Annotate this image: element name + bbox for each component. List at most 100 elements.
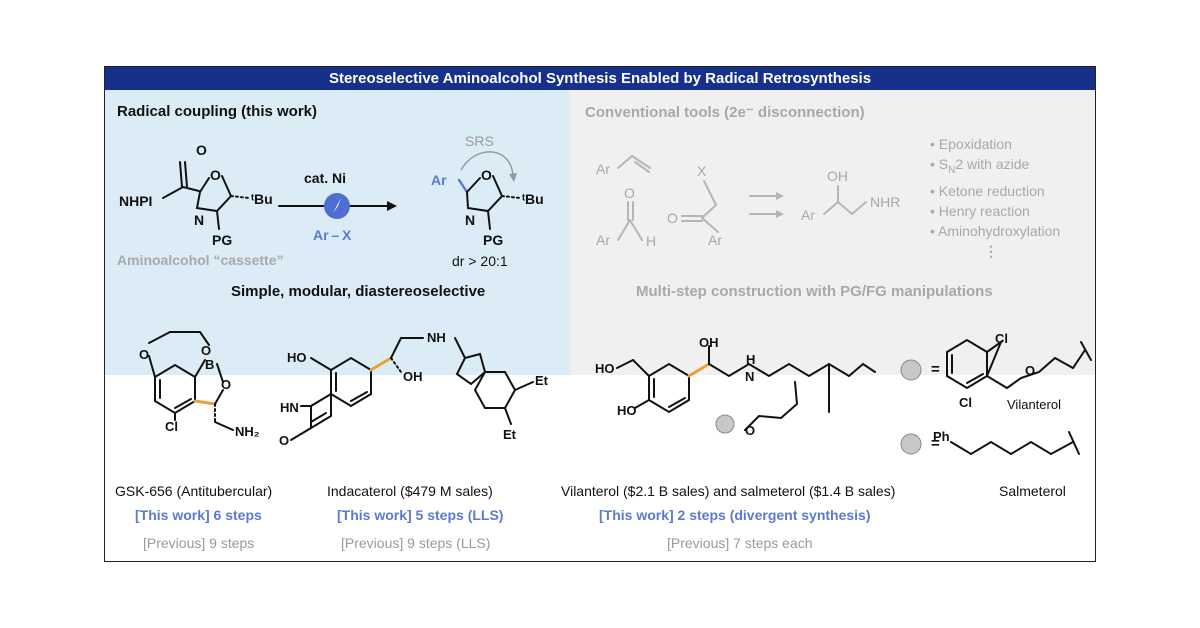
conventional-panel: Conventional tools (2e⁻ disconnection) A… xyxy=(570,90,1095,375)
atom-tbu: ᵗBu xyxy=(251,191,273,207)
drug-structures xyxy=(148,331,1092,456)
highlight-bond xyxy=(369,356,393,372)
atom-ar-2: Ar xyxy=(596,232,610,248)
radical-footer: Simple, modular, diastereoselective xyxy=(231,283,486,300)
arrowhead xyxy=(387,201,397,211)
bond xyxy=(148,355,156,378)
sphere-salmeterol-icon xyxy=(900,433,922,455)
salmeterol-ph: Ph xyxy=(933,429,950,444)
product-atom-pg: PG xyxy=(483,232,504,248)
inda-atom-et1: Et xyxy=(535,373,548,388)
bond xyxy=(390,337,402,359)
vila-atom-oh: OH xyxy=(699,335,719,350)
bond xyxy=(629,219,643,241)
radical-coupling-panel: Radical coupling (this work) xyxy=(105,90,570,375)
gsk-atom-o2: O xyxy=(201,343,212,358)
atom-ar-1: Ar xyxy=(596,161,610,177)
eq-sign-1: = xyxy=(931,361,940,378)
atom-o: O xyxy=(196,142,207,158)
vila-atom-ho1: HO xyxy=(595,361,615,376)
atom-o-1: O xyxy=(624,185,635,201)
radical-scheme xyxy=(162,151,521,230)
gsk-atom-o: O xyxy=(139,347,150,362)
atom-o-2: O xyxy=(667,210,678,226)
method-item: • Epoxidation xyxy=(930,136,1012,152)
atom-nhpi: NHPI xyxy=(119,193,153,209)
srs-arrowhead xyxy=(509,173,517,182)
gsk-atom-b: B xyxy=(205,357,215,372)
caption-indacaterol: Indacaterol ($479 M sales) xyxy=(327,483,493,499)
conventional-footer: Multi-step construction with PG/FG manip… xyxy=(636,283,993,300)
atom-ar-3: Ar xyxy=(708,232,722,248)
side-atom-cl2: Cl xyxy=(959,395,972,410)
inda-this-work: [This work] 5 steps (LLS) xyxy=(337,507,504,523)
bond xyxy=(310,415,332,429)
arrowhead xyxy=(776,210,784,218)
chain-to-o xyxy=(744,381,799,431)
atom-h: H xyxy=(646,233,657,249)
bond xyxy=(214,421,234,431)
gsk-atom-o3: O xyxy=(221,377,232,392)
side-atom-o: O xyxy=(1025,363,1036,378)
bond xyxy=(457,178,469,194)
bond xyxy=(1080,341,1092,361)
bond xyxy=(214,389,224,405)
vila-previous: [Previous] 7 steps each xyxy=(667,535,813,551)
radical-heading: Radical coupling (this work) xyxy=(117,103,318,120)
product-atom-tbu: ᵗBu xyxy=(522,191,544,207)
bolt-icon xyxy=(333,198,341,213)
title-banner: Stereoselective Aminoalcohol Synthesis E… xyxy=(105,67,1095,90)
side-chain xyxy=(950,440,1074,456)
bond xyxy=(703,180,717,206)
atom-nhr: NHR xyxy=(870,194,901,210)
product-atom-n: N xyxy=(465,212,476,228)
methods-list: • Epoxidation • SN2 with azide • Ketone … xyxy=(930,134,1060,261)
inda-atom-oh: OH xyxy=(403,369,423,384)
bond xyxy=(487,210,491,230)
gsk-previous: [Previous] 9 steps xyxy=(143,535,255,551)
atom-pg: PG xyxy=(212,232,233,248)
side-atom-cl1: Cl xyxy=(995,331,1008,346)
bond xyxy=(634,399,650,409)
gsk-atom-nh2: NH₂ xyxy=(235,424,260,439)
graphic-frame: Stereoselective Aminoalcohol Synthesis E… xyxy=(104,66,1096,562)
gsk-atom-cl: Cl xyxy=(165,419,178,434)
inda-atom-nh: NH xyxy=(427,330,446,345)
inda-previous: [Previous] 9 steps (LLS) xyxy=(341,535,491,551)
atom-n: N xyxy=(194,212,205,228)
sphere-vilanterol-icon xyxy=(900,359,922,381)
bond xyxy=(701,204,717,219)
caption-gsk: GSK-656 (Antitubercular) xyxy=(115,483,273,499)
reagent-ni: cat. Ni xyxy=(304,170,347,186)
method-item: • Aminohydroxylation xyxy=(930,222,1061,239)
gsk-this-work: [This work] 6 steps xyxy=(135,507,262,523)
vila-atom-ho2: HO xyxy=(617,403,637,418)
bond xyxy=(216,210,220,230)
benzene-ring xyxy=(473,371,517,409)
srs-label: SRS xyxy=(465,133,494,149)
bond xyxy=(216,363,224,383)
bond xyxy=(174,398,192,409)
bond xyxy=(162,186,184,199)
method-item: • Ketone reduction xyxy=(930,182,1045,199)
conventional-scheme xyxy=(617,155,867,241)
bond xyxy=(148,331,171,344)
bond xyxy=(634,161,650,173)
side-chain xyxy=(985,339,1086,390)
srs-arc xyxy=(460,151,514,176)
reagent-arx: Ar – X xyxy=(313,227,352,243)
inda-atom-et2: Et xyxy=(503,427,516,442)
vilanterol-label: Vilanterol xyxy=(1007,397,1061,412)
conventional-heading: Conventional tools (2e⁻ disconnection) xyxy=(585,104,865,121)
bond xyxy=(466,177,481,193)
cassette-label: Aminoalcohol “cassette” xyxy=(117,252,284,268)
ellipsis-icon: ⋮ xyxy=(984,242,998,259)
bond xyxy=(184,161,188,188)
atom-ar: Ar xyxy=(431,172,447,188)
bond xyxy=(182,186,200,192)
eq-sign-2: = xyxy=(931,435,940,452)
bond xyxy=(501,195,521,199)
bond xyxy=(454,337,466,359)
vila-atom-h: H xyxy=(746,352,756,367)
bond xyxy=(390,357,402,373)
